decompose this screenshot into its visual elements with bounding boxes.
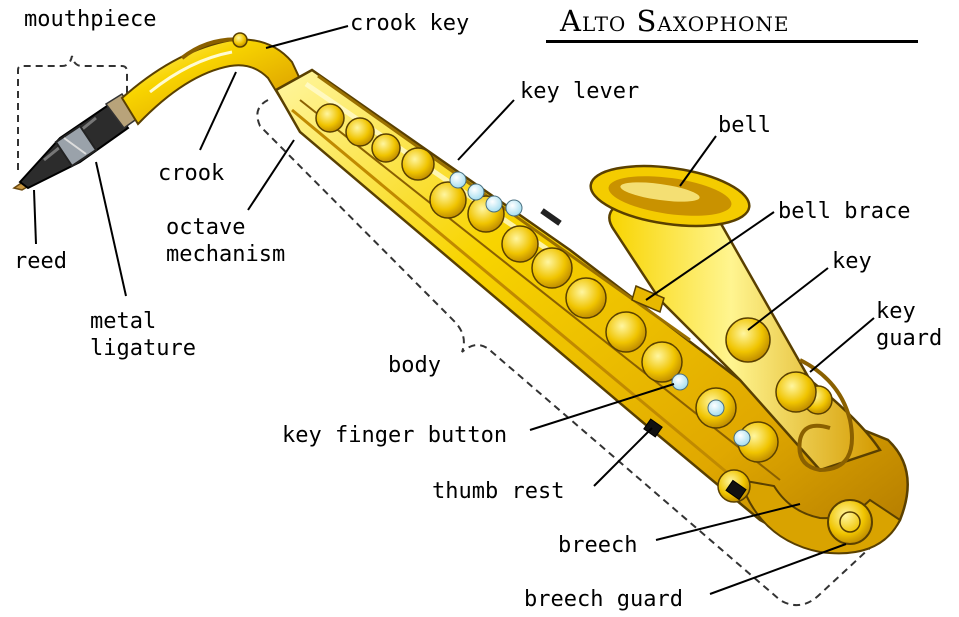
- label-key-lever: key lever: [520, 78, 639, 105]
- label-crook-key: crook key: [350, 10, 469, 37]
- label-bell: bell: [718, 112, 771, 139]
- label-thumb-rest: thumb rest: [432, 478, 564, 505]
- crook-shape: [122, 39, 306, 124]
- label-key-finger-button: key finger button: [282, 422, 507, 449]
- label-metal-ligature: metal ligature: [90, 308, 196, 362]
- label-breech: breech: [558, 532, 637, 559]
- diagram-title: Alto Saxophone: [560, 4, 790, 38]
- label-key-guard: key guard: [876, 298, 942, 352]
- label-mouthpiece: mouthpiece: [24, 6, 156, 33]
- label-octave-mechanism: octave mechanism: [166, 214, 285, 268]
- label-breech-guard: breech guard: [524, 586, 683, 613]
- label-body: body: [388, 352, 441, 379]
- label-crook: crook: [158, 160, 224, 187]
- title-underline: [546, 40, 918, 43]
- label-reed: reed: [14, 248, 67, 275]
- label-key: key: [832, 248, 872, 275]
- label-bell-brace: bell brace: [778, 198, 910, 225]
